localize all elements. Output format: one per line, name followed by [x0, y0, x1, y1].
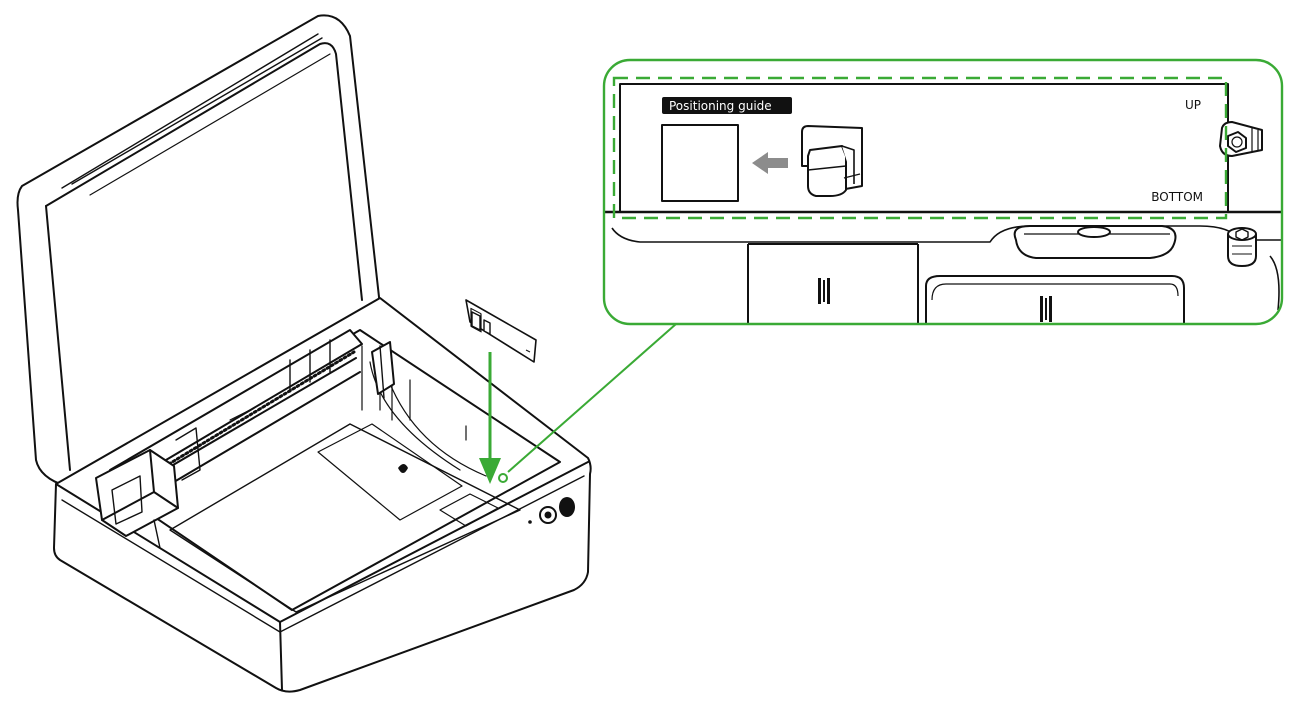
- machine-lid: [16, 14, 381, 487]
- dashed-highlight: [612, 76, 1228, 220]
- positioning-guide-label: Positioning guide: [669, 99, 772, 113]
- power-button-center: [544, 511, 552, 519]
- positioning-guide-badge: [662, 97, 792, 114]
- positioning-square: [661, 124, 739, 202]
- positioning-guide-plate: [465, 299, 537, 363]
- up-label: UP: [1185, 98, 1201, 112]
- slot-marking-right: [1040, 296, 1052, 322]
- right-slot: [925, 275, 1185, 324]
- left-slot: [747, 243, 919, 324]
- clip-holder: [801, 125, 863, 197]
- callout-panel: Positioning guide UP BOTTOM: [602, 58, 1284, 326]
- callout-leader-line: [507, 323, 677, 473]
- hex-screw-icon: [1227, 227, 1257, 267]
- arrow-left-icon: [752, 152, 788, 174]
- emergency-knob: [559, 497, 575, 517]
- bottom-label: BOTTOM: [1151, 190, 1203, 204]
- target-marker: [498, 473, 508, 483]
- laser-engraver-machine: [16, 14, 592, 693]
- side-screw: [1219, 121, 1263, 157]
- status-led: [528, 520, 532, 524]
- slot-marking-left: [818, 278, 830, 304]
- right-guide-post: [371, 341, 395, 399]
- callout-border: [602, 58, 1284, 326]
- placement-arrow: [479, 352, 501, 484]
- laser-head: [95, 427, 201, 549]
